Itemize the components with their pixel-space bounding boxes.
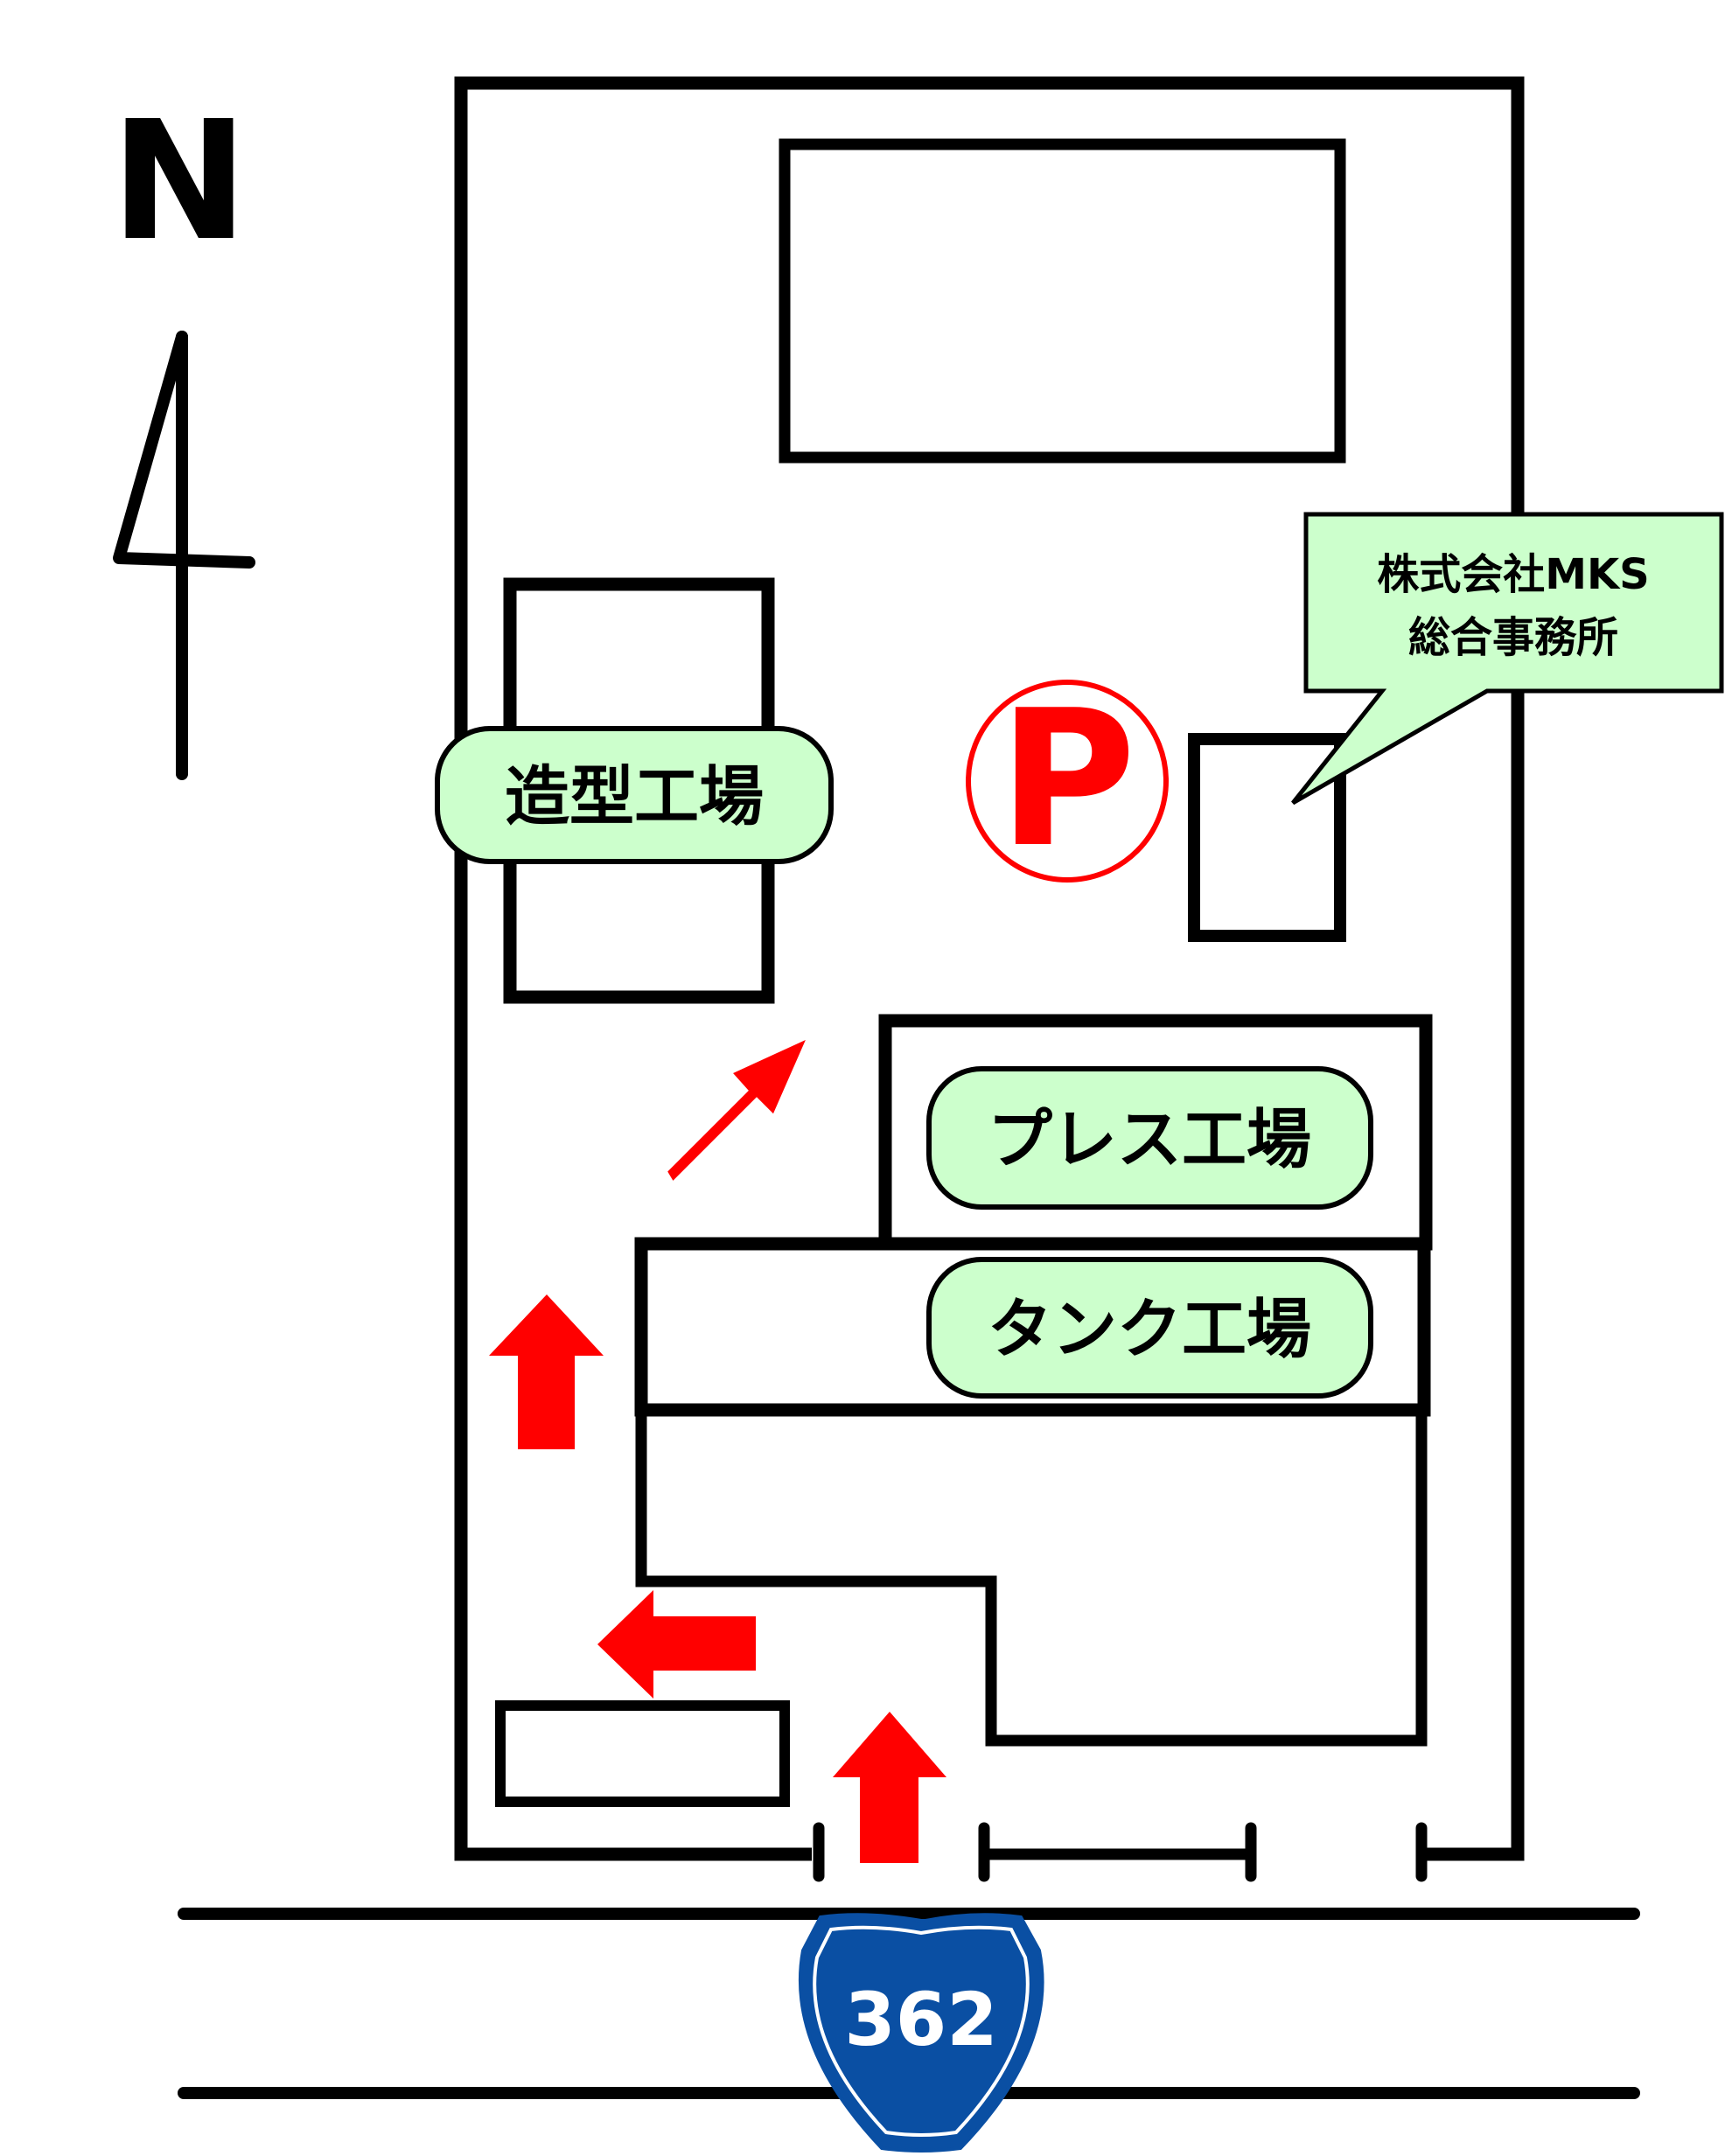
press-factory-text: プレス工場 (988, 1102, 1311, 1177)
press-factory-label: プレス工場 (926, 1066, 1373, 1210)
office-name: 総合事務所 (1408, 613, 1618, 662)
office-building (1188, 733, 1346, 942)
casting-factory-text: 造型工場 (505, 759, 764, 834)
parking-label: P (998, 669, 1136, 889)
route-number: 362 (844, 1977, 997, 2062)
casting-factory-label: 造型工場 (435, 726, 834, 864)
office-callout: 株式会社MKS 総合事務所 (1291, 512, 1724, 806)
north-arrow-icon (113, 331, 255, 780)
site-boundary (454, 76, 1525, 1861)
parking-icon: P (966, 669, 1169, 889)
tank-factory-label: タンク工場 (926, 1257, 1373, 1399)
south-l-building (635, 1410, 1428, 1747)
north-label: N (110, 86, 248, 277)
direction-arrow-icon (667, 1039, 806, 1181)
north-building (779, 138, 1346, 464)
direction-arrow-icon (597, 1590, 756, 1699)
south-fence (813, 1822, 1428, 1882)
route-shield-icon: 362 (798, 1913, 1044, 2153)
tank-factory-text: タンク工場 (988, 1292, 1311, 1367)
direction-arrow-icon (833, 1712, 946, 1863)
direction-arrow-icon (489, 1294, 604, 1449)
office-company-name: 株式会社MKS (1377, 550, 1650, 599)
gatehouse-building (495, 1700, 790, 1807)
